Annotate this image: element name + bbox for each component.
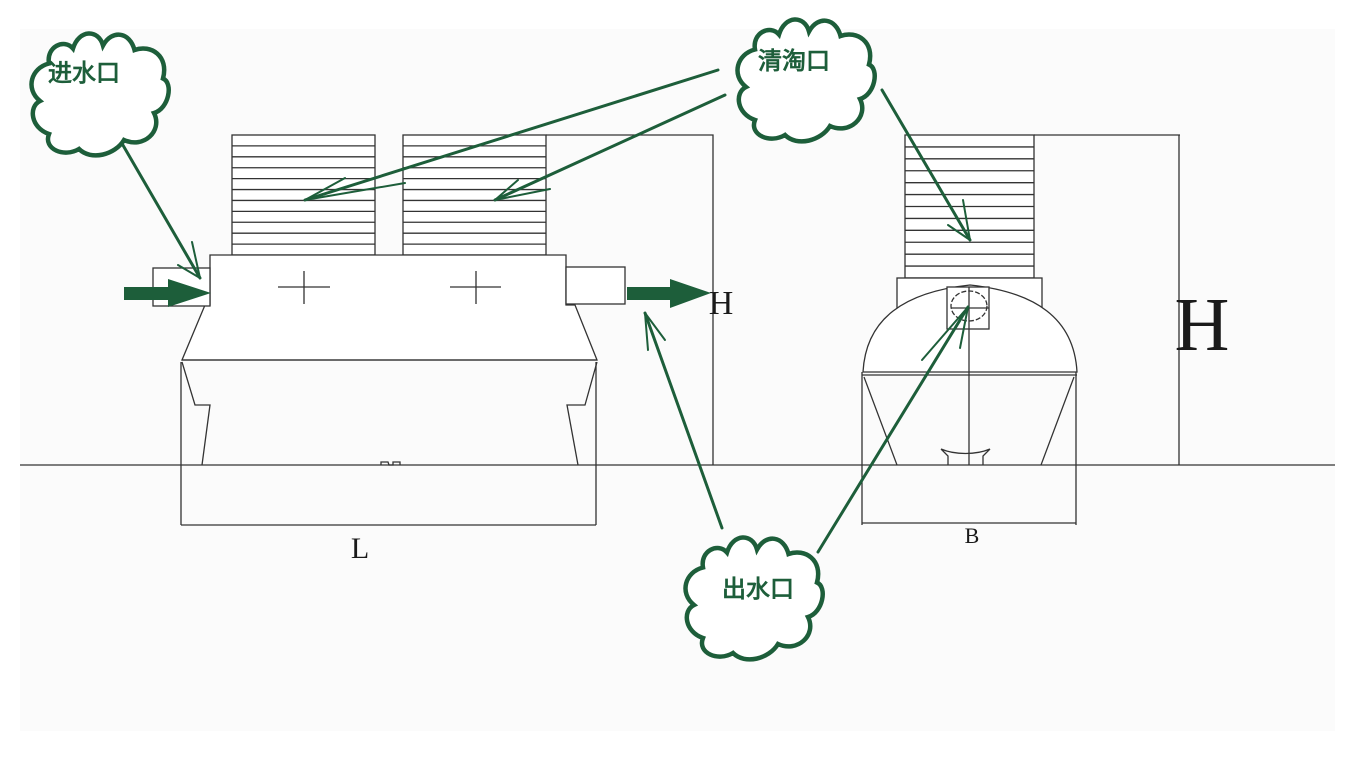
inlet-label: 进水口 [48,59,120,87]
cleanout-leader-arrow-3 [880,88,972,242]
cleanout-leader-arrow-1 [303,68,720,202]
outlet-leader-arrow-2 [816,305,970,554]
side-height-label: H [1175,283,1230,367]
outlet-label: 出水口 [722,575,794,603]
manhole-cross-right [450,271,501,304]
bottom-notch [380,461,401,466]
tank-left-wall [181,361,211,466]
outlet-pipe [565,266,626,305]
front-height-extension [546,134,714,465]
tank-right-wall [566,361,598,466]
outlet-leader-arrow-1 [643,311,724,530]
callout-outlet: 出水口 [683,535,825,662]
cloud-shape-icon [683,535,825,662]
cloud-shape-icon [735,17,877,144]
callout-inlet: 进水口 [29,31,171,158]
cloud-shape-icon [29,31,171,158]
callout-leaders [111,68,972,554]
length-label: L [351,532,369,565]
front-view [152,134,714,526]
tank-upper-body [181,254,598,361]
outlet-flow-arrow-icon [627,279,711,308]
inlet-flow-arrow-icon [124,279,211,307]
callout-cleanout: 清淘口 [735,17,877,144]
riser-left [231,134,376,256]
width-label: B [965,523,980,548]
front-height-label: H [709,285,734,322]
side-view [861,134,1180,525]
cleanout-leader-arrow-2 [493,93,727,202]
inlet-leader-arrow [111,126,202,280]
manhole-cross-left [278,271,330,304]
bottom-foot [940,448,991,465]
cleanout-label: 清淘口 [758,47,830,75]
